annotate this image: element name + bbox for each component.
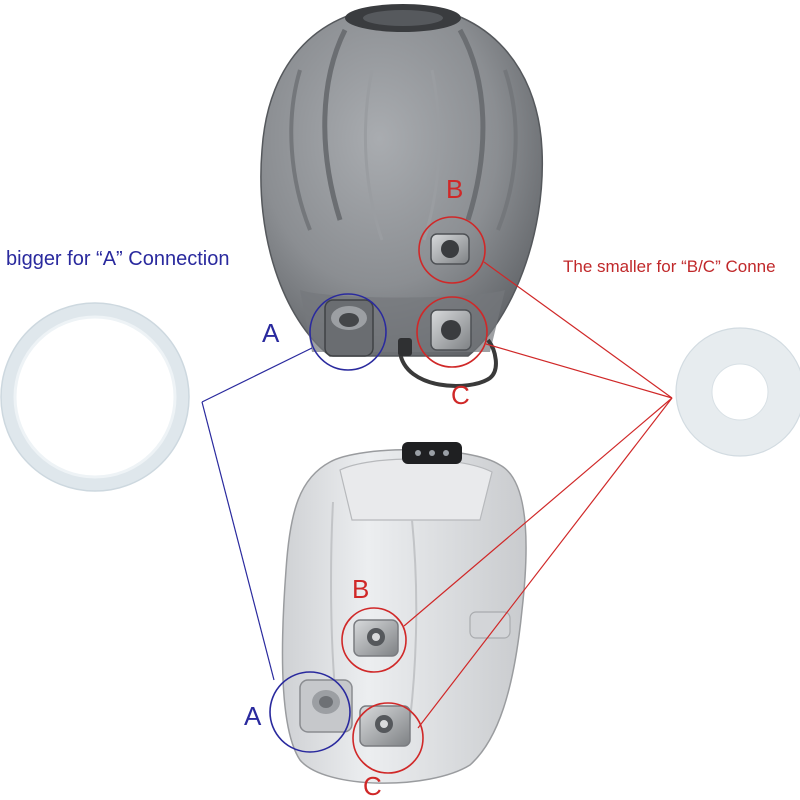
connection-highlights (269, 216, 488, 774)
top-label-b: B (446, 174, 464, 204)
large-seal-ring (0, 302, 190, 492)
bottom-pump (281, 442, 527, 784)
top-label-a: A (262, 318, 280, 348)
top-label-c: C (451, 380, 470, 410)
top-pump (260, 4, 544, 388)
bottom-label-a: A (244, 701, 262, 731)
small-seal-ring (675, 327, 800, 457)
connector-lines (201, 261, 673, 729)
bottom-label-c: C (363, 771, 382, 800)
bottom-a-circle (269, 671, 351, 753)
top-c-circle (416, 296, 488, 368)
top-a-circle (309, 293, 387, 371)
bottom-label-b: B (352, 574, 370, 604)
bottom-b-circle (341, 607, 407, 673)
large-seal-caption: bigger for “A” Connection (6, 248, 230, 270)
bottom-c-circle (352, 702, 424, 774)
top-b-circle (418, 216, 486, 284)
small-seal-caption: The smaller for “B/C” Conne (563, 257, 776, 276)
